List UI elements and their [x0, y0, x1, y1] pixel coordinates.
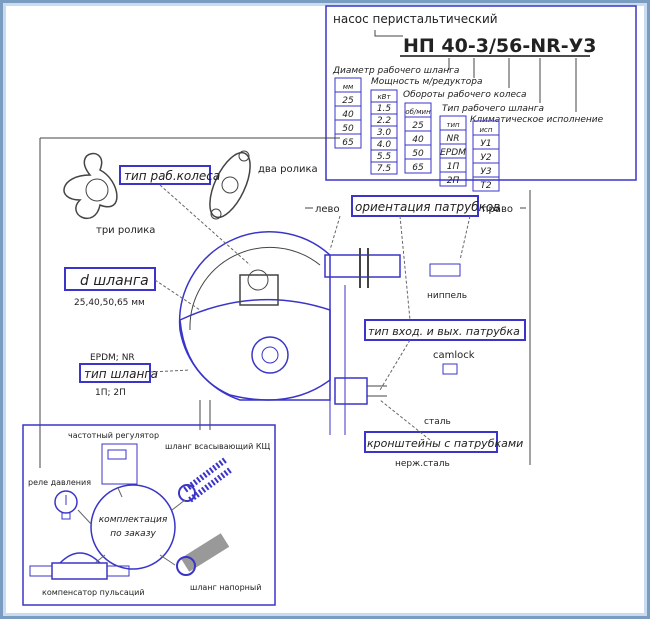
table-value: 1.5 [377, 104, 392, 114]
hose-type-values: 1П; 2П [95, 388, 126, 398]
table-value: 25 [412, 121, 424, 131]
two-rollers-label: два ролика [258, 164, 318, 175]
left-label: лево [315, 204, 340, 215]
table-value: EPDM [440, 148, 466, 158]
label-power: Мощность м/редуктора [371, 77, 483, 87]
table-value: 1П [447, 162, 460, 172]
camlock-label: camlock [433, 350, 475, 361]
freq-converter-label: частотный регулятор [68, 431, 159, 440]
main-drawing: два ролика три ролика тип раб.колеса лев… [39, 137, 531, 469]
hose-d-values: 25,40,50,65 мм [74, 298, 145, 308]
pulsation-compensator-label: компенсатор пульсаций [42, 588, 145, 597]
table-cell [439, 171, 467, 187]
three-rollers-label: три ролика [96, 225, 155, 236]
pulsation-compensator-icon [29, 552, 130, 580]
table-value: У3 [480, 167, 491, 177]
table-value: 7.5 [377, 164, 392, 174]
table-cell [370, 161, 398, 175]
table-cell [334, 133, 362, 149]
table-value: 3.0 [377, 128, 392, 138]
options-center-line1: комплектация [99, 515, 168, 525]
table-value: кВт [377, 93, 391, 101]
table-cell [472, 176, 500, 192]
pressure-relay-label: реле давления [28, 478, 91, 487]
table-value: 50 [342, 124, 354, 134]
table-value: 65 [342, 138, 354, 148]
table-cell [404, 158, 432, 174]
table-value: 5.5 [377, 152, 392, 162]
right-label: право [482, 204, 513, 215]
pressure-gauge-icon [54, 490, 78, 520]
rpm-table: об/мин 25 40 50 65 [404, 102, 432, 174]
stainless-label: нерж.сталь [395, 459, 450, 469]
brackets-label: кронштейны с патрубками [367, 437, 523, 450]
pressure-hose-label: шланг напорный [190, 583, 261, 592]
table-value: 40 [342, 110, 354, 120]
table-value: У2 [480, 153, 491, 163]
table-value: NR [447, 134, 460, 144]
suction-hose-icon [178, 457, 232, 503]
table-value: У1 [480, 139, 491, 149]
table-value: об/мин [405, 108, 431, 116]
legend-title: насос перистальтический [333, 12, 498, 26]
table-value: Т2 [480, 181, 491, 191]
designation-code: НП 40-3/56-NR-У3 [403, 35, 597, 57]
label-diameter: Диаметр рабочего шланга [332, 66, 459, 76]
suction-hose-label: шланг всасывающий КЩ [165, 442, 271, 451]
designation-legend: насос перистальтический НП 40-3/56-NR-У3… [325, 5, 637, 192]
table-value: 4.0 [377, 140, 392, 150]
diameter-table: мм 25 40 50 65 [334, 77, 362, 149]
table-value: 65 [412, 163, 424, 173]
label-climate: Климатическое исполнение [470, 115, 604, 125]
label-rpm: Обороты рабочего колеса [403, 90, 527, 100]
table-value: 40 [412, 135, 424, 145]
optional-equipment-box: комплектация по заказу частотный регулят… [22, 424, 276, 606]
steel-label: сталь [424, 417, 451, 427]
pump-diagram: насос перистальтический НП 40-3/56-NR-У3… [22, 5, 637, 606]
table-value: 2.2 [377, 116, 392, 126]
table-value: исп [480, 126, 493, 134]
rotor-type-label: тип раб.колеса [124, 169, 220, 183]
hose-material-label: EPDM; NR [90, 353, 135, 363]
hose-type-label: тип шланга [84, 367, 158, 381]
pump-body-drawing [178, 231, 401, 435]
pressure-hose-icon [176, 533, 230, 576]
table-value: 50 [412, 149, 424, 159]
table-value: 2П [447, 176, 460, 186]
options-center-line2: по заказу [110, 529, 156, 539]
hose-d-label: d шланга [80, 273, 149, 289]
table-value: 25 [342, 96, 354, 106]
table-value: мм [343, 83, 354, 91]
port-type-label: тип вход. и вых. патрубка [368, 325, 520, 338]
freq-converter-icon [101, 443, 138, 485]
label-hose-type: Тип рабочего шланга [442, 104, 544, 114]
power-table: кВт 1.5 2.2 3.0 4.0 5.5 7.5 [370, 89, 398, 175]
two-roller-rotor-icon [209, 150, 251, 220]
three-roller-rotor-icon [63, 153, 118, 219]
orientation-label: ориентация патрубков [355, 200, 500, 214]
nipple-label: ниппель [427, 291, 467, 301]
table-value: тип [446, 121, 460, 129]
